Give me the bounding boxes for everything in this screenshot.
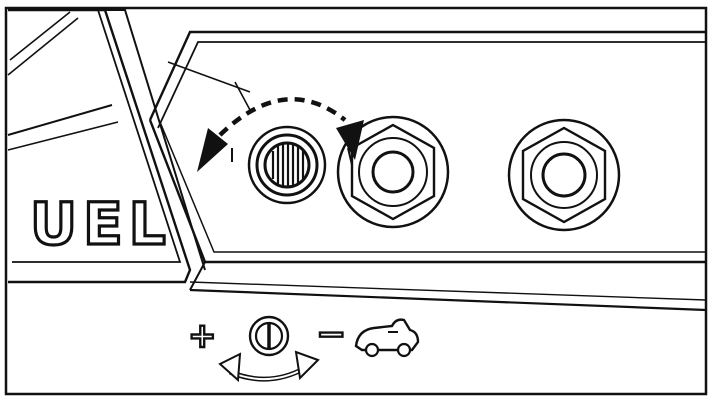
adjustment-screw-icon <box>247 125 327 205</box>
plus-symbol: + <box>188 316 217 356</box>
race-car-icon <box>354 318 420 358</box>
idle-speed-screw-icon <box>248 315 290 357</box>
fuel-tank-body <box>7 8 206 284</box>
carburetor-panel <box>148 30 707 312</box>
rotation-arrows-icon <box>218 350 320 383</box>
panel-label: UEL <box>30 190 172 258</box>
hex-nut-icon <box>336 115 450 229</box>
image-frame <box>4 6 708 396</box>
rotation-arrows-icon <box>197 97 364 172</box>
hex-nut-icon <box>507 118 621 232</box>
minus-symbol: − <box>316 314 346 355</box>
